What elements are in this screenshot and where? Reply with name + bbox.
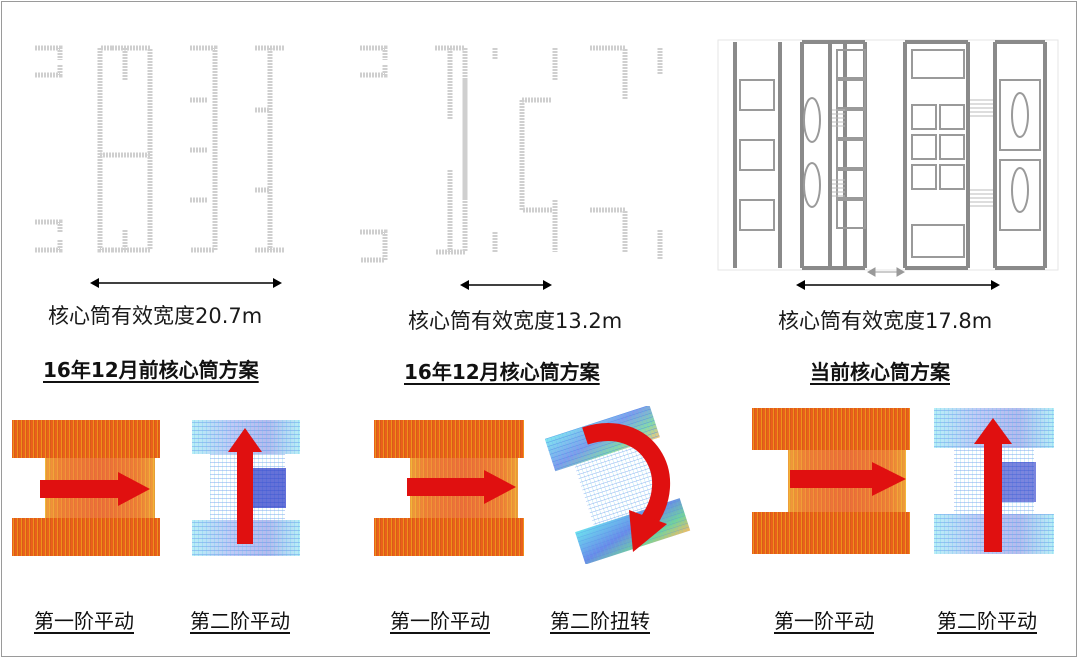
scheme-column-3: 核心筒有效宽度17.8m 当前核心筒方案 第一阶平动 第二阶平动 — [700, 0, 1080, 660]
mode-label: 第一阶平动 — [774, 609, 874, 633]
mode-label: 第一阶平动 — [34, 609, 134, 633]
mode-label: 第二阶平动 — [937, 609, 1037, 633]
mode-shape-translation-x — [12, 420, 160, 556]
mode-shape-torsion — [545, 406, 691, 564]
mode-label: 第二阶扭转 — [550, 609, 650, 633]
arrow-right-icon — [40, 472, 150, 506]
width-dimension-arrow — [460, 280, 552, 290]
mode-shape-translation-y — [934, 408, 1054, 554]
mode-shape-translation-x — [752, 408, 910, 554]
core-width-label: 核心筒有效宽度17.8m — [778, 309, 993, 333]
core-width-label: 核心筒有效宽度20.7m — [48, 304, 263, 328]
curved-arrow-icon — [582, 423, 671, 552]
width-dimension-arrow — [90, 278, 282, 288]
arrow-up-icon — [228, 428, 262, 544]
arrow-right-icon — [407, 470, 516, 504]
core-plan-2 — [360, 45, 663, 263]
mode-label: 第二阶平动 — [190, 609, 290, 633]
scheme-title: 16年12月前核心筒方案 — [43, 358, 259, 382]
width-dimension-arrow — [796, 280, 1000, 290]
scheme-column-2: 核心筒有效宽度13.2m 16年12月核心筒方案 第一阶平动 第二阶扭转 — [340, 0, 700, 660]
arrow-right-icon — [790, 462, 906, 496]
mode-label: 第一阶平动 — [390, 609, 490, 633]
scheme-column-1: 核心筒有效宽度20.7m 16年12月前核心筒方案 第一阶平动 第二阶平动 — [0, 0, 320, 660]
scheme-title: 当前核心筒方案 — [810, 360, 950, 384]
core-width-label: 核心筒有效宽度13.2m — [408, 309, 623, 333]
scheme-title: 16年12月核心筒方案 — [404, 360, 600, 384]
core-plan-3 — [717, 39, 1059, 277]
core-plan-1 — [35, 45, 285, 253]
arrow-up-icon — [974, 418, 1012, 552]
mode-shape-translation-y — [192, 420, 300, 556]
mode-shape-translation-x — [374, 420, 524, 556]
